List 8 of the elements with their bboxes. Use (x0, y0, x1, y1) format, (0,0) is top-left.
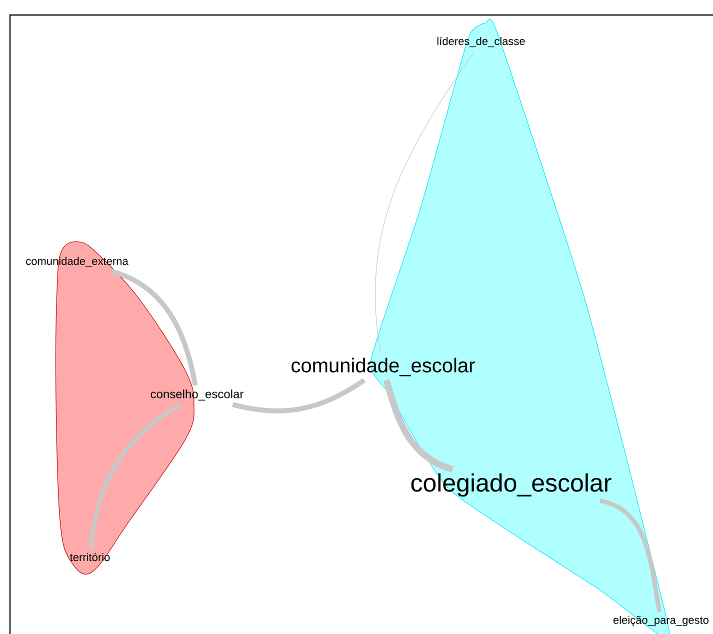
edge-line (599, 498, 662, 612)
node-label: colegiado_escolar (411, 473, 612, 497)
edge-line (232, 378, 366, 414)
node-label: comunidade_escolar (292, 358, 475, 376)
edge-line (383, 379, 454, 472)
node-label: território (70, 552, 110, 562)
edge-line (88, 402, 182, 550)
edge-line (374, 50, 475, 354)
